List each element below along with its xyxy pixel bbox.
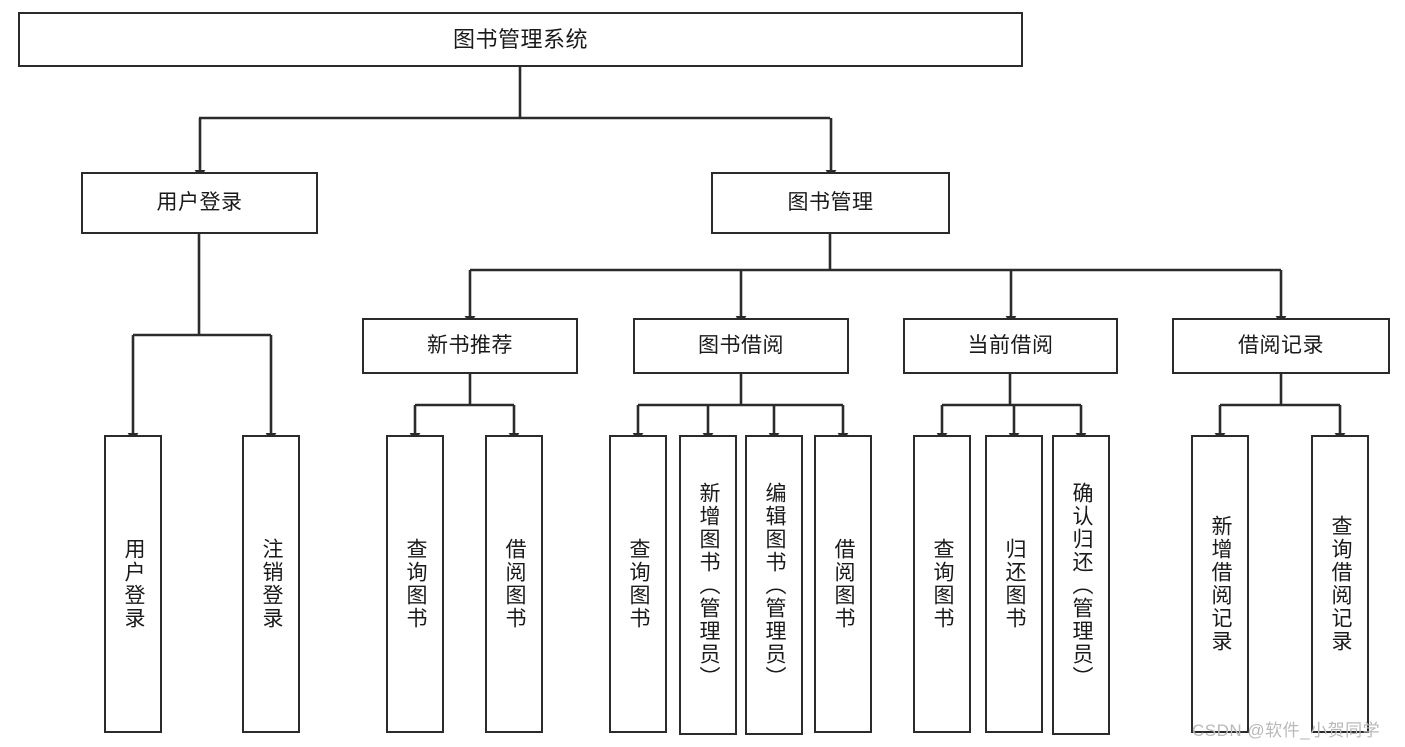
node-leaf-query-book-2[interactable]: 查询图书: [609, 435, 667, 733]
node-leaf-query-book-3[interactable]: 查询图书: [913, 435, 971, 733]
node-label: 用户登录: [156, 190, 243, 214]
node-leaf-borrow-book-2[interactable]: 借阅图书: [814, 435, 872, 733]
node-leaf-user-login[interactable]: 用户登录: [104, 435, 162, 733]
csdn-watermark: CSDN @软件_小贺同学: [1192, 721, 1381, 740]
node-label: 图书管理: [787, 190, 874, 214]
node-label: 查询借阅记录: [1329, 515, 1353, 653]
node-label: 用户登录: [122, 538, 146, 630]
node-label: 确认归还（管理员）: [1070, 481, 1094, 689]
node-bookmgmt[interactable]: 图书管理: [711, 172, 950, 234]
node-leaf-logout[interactable]: 注销登录: [242, 435, 300, 733]
node-label: 查询图书: [404, 538, 428, 630]
node-leaf-borrow-book-1[interactable]: 借阅图书: [485, 435, 543, 733]
node-label: 当前借阅: [967, 333, 1054, 357]
node-label: 查询图书: [627, 538, 651, 630]
node-newbook[interactable]: 新书推荐: [362, 318, 578, 374]
node-login[interactable]: 用户登录: [81, 172, 318, 234]
node-label: 新增图书（管理员）: [697, 481, 721, 689]
node-records[interactable]: 借阅记录: [1172, 318, 1390, 374]
node-label: 借阅图书: [832, 538, 856, 630]
node-label: 图书管理系统: [452, 26, 588, 52]
node-leaf-query-record[interactable]: 查询借阅记录: [1311, 435, 1369, 733]
node-label: 新书推荐: [427, 333, 513, 357]
node-current[interactable]: 当前借阅: [903, 318, 1118, 374]
node-root[interactable]: 图书管理系统: [18, 12, 1023, 67]
node-label: 借阅记录: [1238, 333, 1324, 357]
node-leaf-add-book[interactable]: 新增图书（管理员）: [679, 435, 737, 735]
node-leaf-return-book[interactable]: 归还图书: [985, 435, 1043, 733]
node-label: 新增借阅记录: [1209, 515, 1233, 653]
node-leaf-edit-book[interactable]: 编辑图书（管理员）: [745, 435, 803, 735]
node-leaf-confirm-return[interactable]: 确认归还（管理员）: [1052, 435, 1110, 735]
node-label: 归还图书: [1003, 538, 1027, 630]
node-label: 图书借阅: [698, 333, 784, 357]
node-label: 借阅图书: [503, 538, 527, 630]
node-leaf-add-record[interactable]: 新增借阅记录: [1191, 435, 1249, 733]
node-label: 注销登录: [260, 538, 284, 630]
node-label: 编辑图书（管理员）: [763, 481, 787, 689]
node-label: 查询图书: [931, 538, 955, 630]
node-leaf-query-book-1[interactable]: 查询图书: [386, 435, 444, 733]
node-borrow[interactable]: 图书借阅: [633, 318, 849, 374]
